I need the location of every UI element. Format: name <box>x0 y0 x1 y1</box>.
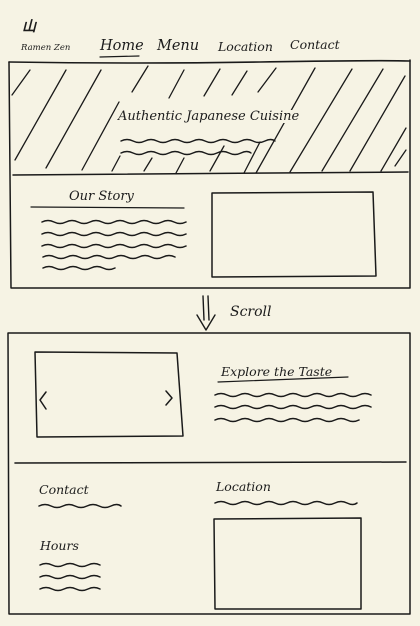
header-divider <box>8 59 411 64</box>
explore-title: Explore the Taste <box>221 364 333 379</box>
explore-title-underline <box>217 376 349 383</box>
hero-title: Authentic Japanese Cuisine <box>116 109 302 124</box>
contact-title: Contact <box>39 482 89 497</box>
story-title: Our Story <box>69 189 134 204</box>
hours-text-lines <box>39 562 101 592</box>
location-map-box <box>213 517 362 610</box>
nav-link-location[interactable]: Location <box>218 39 273 54</box>
location-title: Location <box>216 479 271 494</box>
nav-link-home[interactable]: Home <box>100 38 144 54</box>
section-divider <box>14 461 407 464</box>
story-title-underline <box>30 206 185 209</box>
scroll-arrow-icon <box>196 295 216 331</box>
scroll-label: Scroll <box>230 304 272 320</box>
slideshow-box <box>34 351 184 438</box>
hero-image-hatching <box>11 65 407 174</box>
story-text-lines <box>41 219 187 271</box>
slideshow-prev-icon[interactable] <box>39 391 47 410</box>
contact-text-line <box>38 503 122 509</box>
nav-link-menu[interactable]: Menu <box>157 38 200 54</box>
logo-mark[interactable]: 山 <box>22 19 36 35</box>
explore-text-lines <box>214 392 372 423</box>
logo-text[interactable]: Ramen Zen <box>21 43 71 53</box>
story-image-box <box>211 191 377 278</box>
screen-2-frame <box>7 332 411 615</box>
screen-1-frame <box>8 59 411 289</box>
hero-divider <box>12 171 409 176</box>
nav-home-underline <box>99 55 140 58</box>
location-text-line <box>214 500 358 506</box>
hours-title: Hours <box>40 538 79 553</box>
slideshow-next-icon[interactable] <box>165 390 173 406</box>
hero-subtitle-lines <box>120 138 276 156</box>
nav-link-contact[interactable]: Contact <box>290 37 340 52</box>
